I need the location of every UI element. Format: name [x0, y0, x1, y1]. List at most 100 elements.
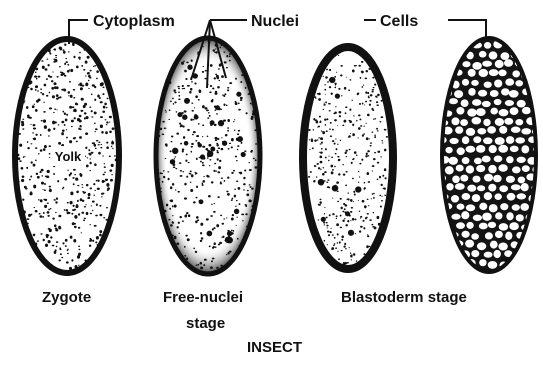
blastoderm-cell — [432, 109, 441, 117]
yolk-granule — [48, 240, 51, 243]
yolk-granule — [208, 195, 211, 197]
yolk-granule — [352, 159, 354, 161]
yolk-granule — [93, 66, 95, 67]
nucleus-dot — [182, 114, 187, 119]
yolk-granule — [30, 88, 33, 91]
nucleus-dot — [184, 141, 189, 146]
yolk-granule — [207, 157, 209, 159]
yolk-granule — [78, 253, 81, 255]
yolk-granule — [325, 157, 327, 159]
yolk-granule — [41, 169, 44, 172]
blastoderm-cell — [484, 252, 493, 258]
yolk-granule — [83, 220, 85, 221]
yolk-granule — [225, 134, 228, 136]
nucleus-dot — [222, 141, 227, 146]
yolk-granule — [180, 143, 182, 145]
yolk-granule — [383, 187, 385, 189]
yolk-granule — [202, 183, 204, 185]
yolk-granule — [386, 136, 388, 138]
yolk-granule — [109, 122, 111, 123]
yolk-granule — [48, 129, 51, 132]
yolk-granule — [365, 123, 366, 124]
yolk-granule — [54, 109, 56, 110]
yolk-granule — [314, 96, 316, 98]
yolk-granule — [330, 135, 332, 137]
yolk-granule — [51, 80, 54, 82]
yolk-granule — [372, 165, 375, 167]
yolk-granule — [314, 165, 316, 167]
yolk-granule — [70, 95, 73, 98]
yolk-granule — [27, 141, 29, 143]
yolk-granule — [33, 234, 36, 237]
yolk-granule — [348, 192, 349, 193]
yolk-granule — [344, 243, 346, 245]
yolk-granule — [365, 155, 367, 157]
yolk-granule — [219, 80, 221, 81]
leader-lines — [69, 20, 486, 88]
yolk-granule — [325, 101, 327, 103]
yolk-granule — [106, 207, 108, 208]
yolk-granule — [165, 143, 168, 145]
yolk-granule — [100, 101, 103, 103]
yolk-granule — [178, 222, 180, 224]
yolk-granule — [88, 75, 91, 78]
yolk-granule — [48, 135, 50, 136]
yolk-granule — [95, 128, 98, 130]
nucleus-dot — [237, 136, 243, 142]
yolk-granule — [358, 114, 361, 116]
yolk-granule — [335, 111, 337, 113]
yolk-granule — [182, 125, 184, 127]
yolk-granule — [50, 236, 52, 238]
yolk-granule — [370, 94, 373, 96]
yolk-granule — [180, 175, 183, 177]
yolk-granule — [38, 199, 39, 201]
yolk-granule — [84, 206, 86, 208]
yolk-granule — [255, 143, 257, 144]
yolk-granule — [202, 105, 205, 108]
yolk-granule — [72, 177, 74, 179]
yolk-granule — [39, 171, 41, 173]
yolk-granule — [312, 147, 314, 149]
yolk-granule — [209, 165, 211, 166]
yolk-granule — [374, 134, 376, 135]
yolk-granule — [318, 98, 321, 101]
blastoderm-cell — [504, 118, 513, 125]
yolk-granule — [76, 141, 78, 143]
yolk-granule — [323, 109, 324, 110]
yolk-granule — [329, 69, 331, 71]
yolk-granule — [319, 116, 321, 118]
yolk-granule — [77, 103, 78, 104]
yolk-granule — [73, 97, 75, 99]
yolk-granule — [92, 240, 94, 242]
yolk-granule — [56, 94, 59, 97]
blastoderm-cell — [444, 52, 454, 59]
yolk-granule — [74, 137, 76, 139]
yolk-granule — [346, 198, 347, 200]
yolk-granule — [187, 238, 190, 241]
yolk-granule — [35, 147, 37, 149]
yolk-granule — [324, 224, 326, 225]
yolk-granule — [53, 61, 55, 63]
yolk-granule — [341, 235, 343, 238]
yolk-granule — [48, 209, 50, 211]
yolk-granule — [204, 259, 207, 261]
yolk-granule — [87, 56, 90, 59]
yolk-granule — [184, 70, 187, 73]
yolk-granule — [94, 144, 97, 147]
yolk-granule — [369, 246, 371, 247]
blastoderm-cell — [462, 61, 470, 67]
yolk-granule — [165, 110, 167, 111]
blastoderm-cell — [477, 185, 485, 191]
yolk-granule — [76, 191, 79, 194]
yolk-granule — [191, 81, 193, 82]
yolk-granule — [96, 78, 98, 80]
yolk-granule — [335, 138, 336, 139]
yolk-granule — [88, 80, 90, 81]
blastoderm-cell — [438, 251, 447, 258]
blastoderm-cell — [445, 166, 454, 174]
yolk-granule — [375, 95, 377, 97]
yolk-granule — [42, 66, 45, 69]
yolk-granule — [331, 157, 333, 159]
yolk-granule — [112, 140, 114, 142]
yolk-granule — [193, 248, 195, 250]
